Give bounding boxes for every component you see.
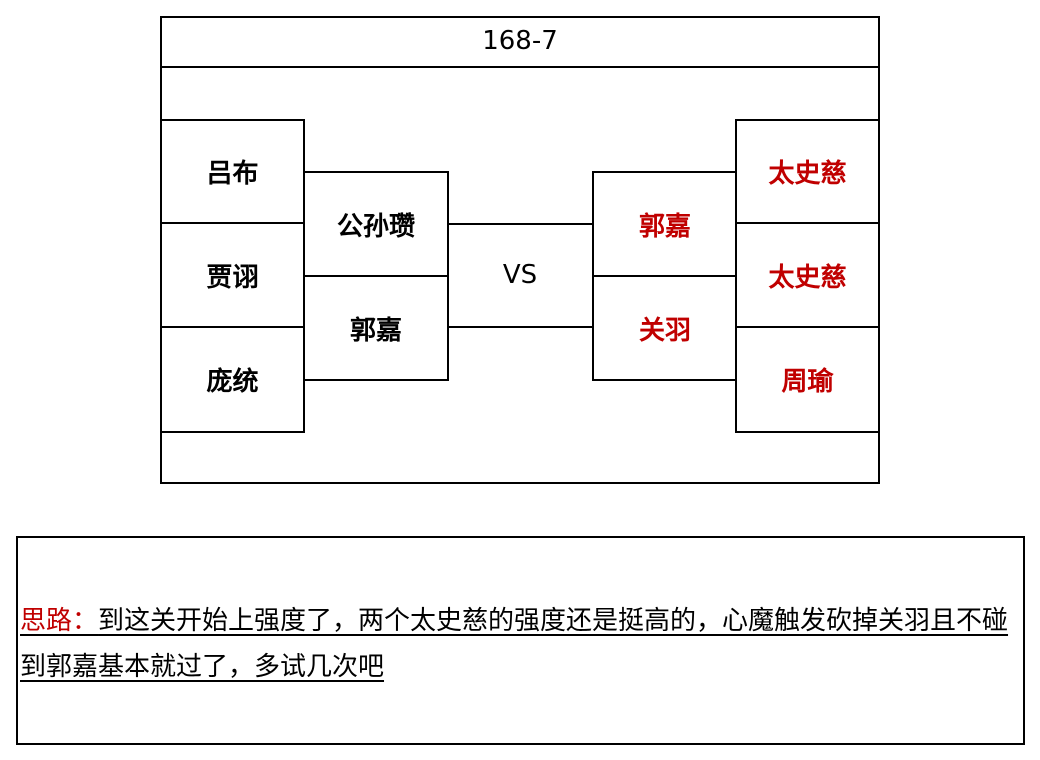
right-inner-slot-2: 关羽	[592, 275, 738, 381]
right-inner-slot-1: 郭嘉	[592, 171, 738, 277]
notes-box	[16, 536, 1025, 745]
left-outer-slot-3: 庞统	[160, 326, 305, 433]
left-inner-slot-2: 郭嘉	[303, 275, 449, 381]
stage-title: 168-7	[160, 16, 880, 68]
left-inner-slot-1: 公孙瓒	[303, 171, 449, 277]
versus-label: VS	[502, 260, 538, 290]
right-outer-slot-1: 太史慈	[735, 119, 880, 224]
left-outer-slot-2: 贾诩	[160, 222, 305, 328]
connector-line-top	[447, 223, 594, 225]
right-outer-slot-2: 太史慈	[735, 222, 880, 328]
notes-body: 到这关开始上强度了，两个太史慈的强度还是挺高的，心魔触发砍掉关羽且不碰到郭嘉基本…	[20, 606, 1009, 682]
notes-label: 思路：	[20, 606, 99, 636]
right-outer-slot-3: 周瑜	[735, 326, 880, 433]
left-outer-slot-1: 吕布	[160, 119, 305, 224]
connector-line-bottom	[447, 326, 594, 328]
notes-paragraph: 思路：到这关开始上强度了，两个太史慈的强度还是挺高的，心魔触发砍掉关羽且不碰到郭…	[20, 598, 1010, 690]
